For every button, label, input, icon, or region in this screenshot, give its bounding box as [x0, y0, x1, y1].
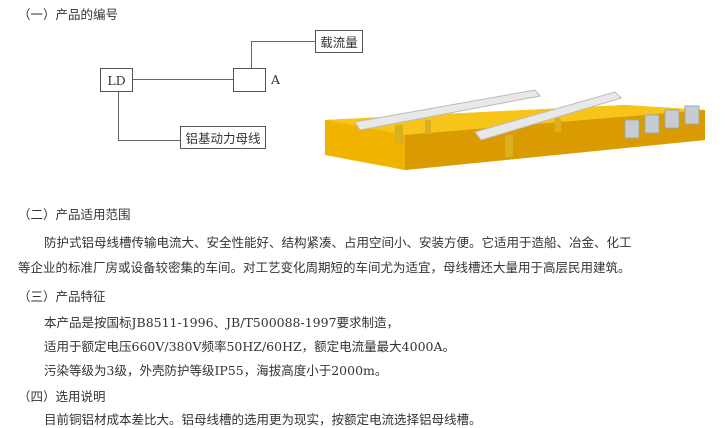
feature-line: 污染等级为3级，外壳防护等级IP55，海拔高度小于2000m。 — [44, 363, 388, 378]
heading-selection: （四）选用说明 — [18, 389, 106, 404]
connector-line — [251, 41, 315, 42]
connector-line — [118, 92, 119, 140]
scope-line: 防护式铝母线槽传输电流大、安全性能好、结构紧凑、占用空间小、安装方便。它适用于造… — [44, 235, 632, 250]
scope-line: 等企业的标准厂房或设备较密集的车间。对工艺变化周期短的车间尤为适宜，母线槽还大量… — [18, 260, 631, 275]
connector-line — [133, 79, 233, 80]
heading-features: （三）产品特征 — [18, 289, 106, 304]
heading-numbering: （一）产品的编号 — [18, 7, 119, 22]
busbar-product-photo — [325, 89, 705, 170]
feature-line: 本产品是按国标JB8511-1996、JB/T500088-1997要求制造， — [44, 315, 400, 330]
cover-plate — [354, 89, 541, 131]
selection-line: 目前铜铝材成本差比大。铝母线槽的选用更为现实，按额定电流选择铝母线槽。 — [44, 412, 482, 427]
heading-scope: （二）产品适用范围 — [18, 207, 131, 222]
a-label: A — [271, 72, 281, 87]
ld-box: LD — [100, 68, 133, 92]
type-box: 铝基动力母线 — [180, 126, 266, 149]
connector-line — [118, 140, 180, 141]
feature-line: 适用于额定电压660V/380V频率50HZ/60HZ，额定电流量最大4000A… — [44, 339, 456, 354]
a-box — [233, 68, 266, 92]
current-box: 载流量 — [315, 30, 363, 53]
connector-line — [251, 41, 252, 68]
cover-plate — [474, 91, 622, 141]
